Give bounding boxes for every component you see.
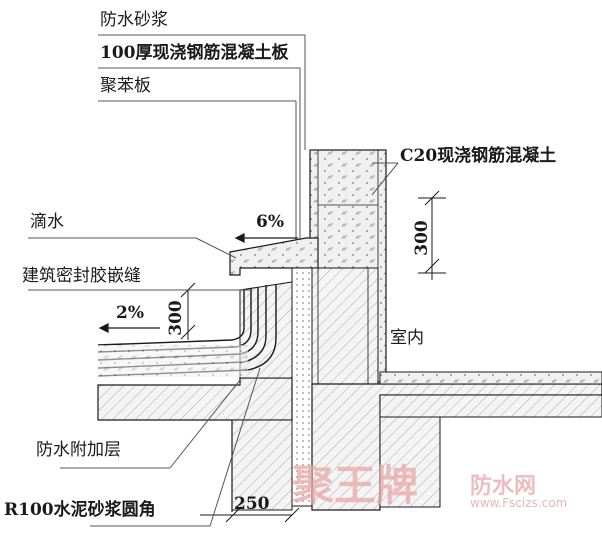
label-r100-fillet: R100水泥砂浆圆角 bbox=[4, 500, 156, 520]
label-polystyrene: 聚苯板 bbox=[100, 76, 151, 96]
lower-wall-right bbox=[379, 416, 441, 508]
label-leaders bbox=[28, 162, 399, 527]
watermark-url: www.Fsclzs.com bbox=[470, 496, 568, 510]
height-upper-value: 300 bbox=[411, 220, 432, 256]
top-leaders bbox=[98, 34, 306, 240]
dimension-lines bbox=[180, 190, 446, 523]
label-indoor: 室内 bbox=[390, 328, 424, 348]
label-c20-concrete: C20现浇钢筋混凝土 bbox=[400, 146, 557, 166]
label-waterproof-extra: 防水附加层 bbox=[36, 440, 121, 460]
label-sealant-joint: 建筑密封胶嵌缝 bbox=[22, 266, 141, 286]
height-lower-value: 300 bbox=[165, 300, 186, 336]
slope-arrows bbox=[98, 233, 298, 333]
width-bottom-value: 250 bbox=[234, 494, 270, 514]
label-drip: 滴水 bbox=[30, 212, 64, 232]
lower-wall-left bbox=[231, 419, 293, 511]
slope-roof-value: 2% bbox=[116, 303, 144, 323]
watermark-brand: 聚王牌 bbox=[292, 461, 419, 510]
label-waterproof-mortar: 防水砂浆 bbox=[100, 10, 168, 30]
watermark-suffix: 防水网 bbox=[470, 474, 537, 499]
roof-slab bbox=[97, 377, 293, 421]
label-slab-100: 100厚现浇钢筋混凝土板 bbox=[100, 43, 289, 63]
slope-top-value: 6% bbox=[256, 212, 284, 232]
